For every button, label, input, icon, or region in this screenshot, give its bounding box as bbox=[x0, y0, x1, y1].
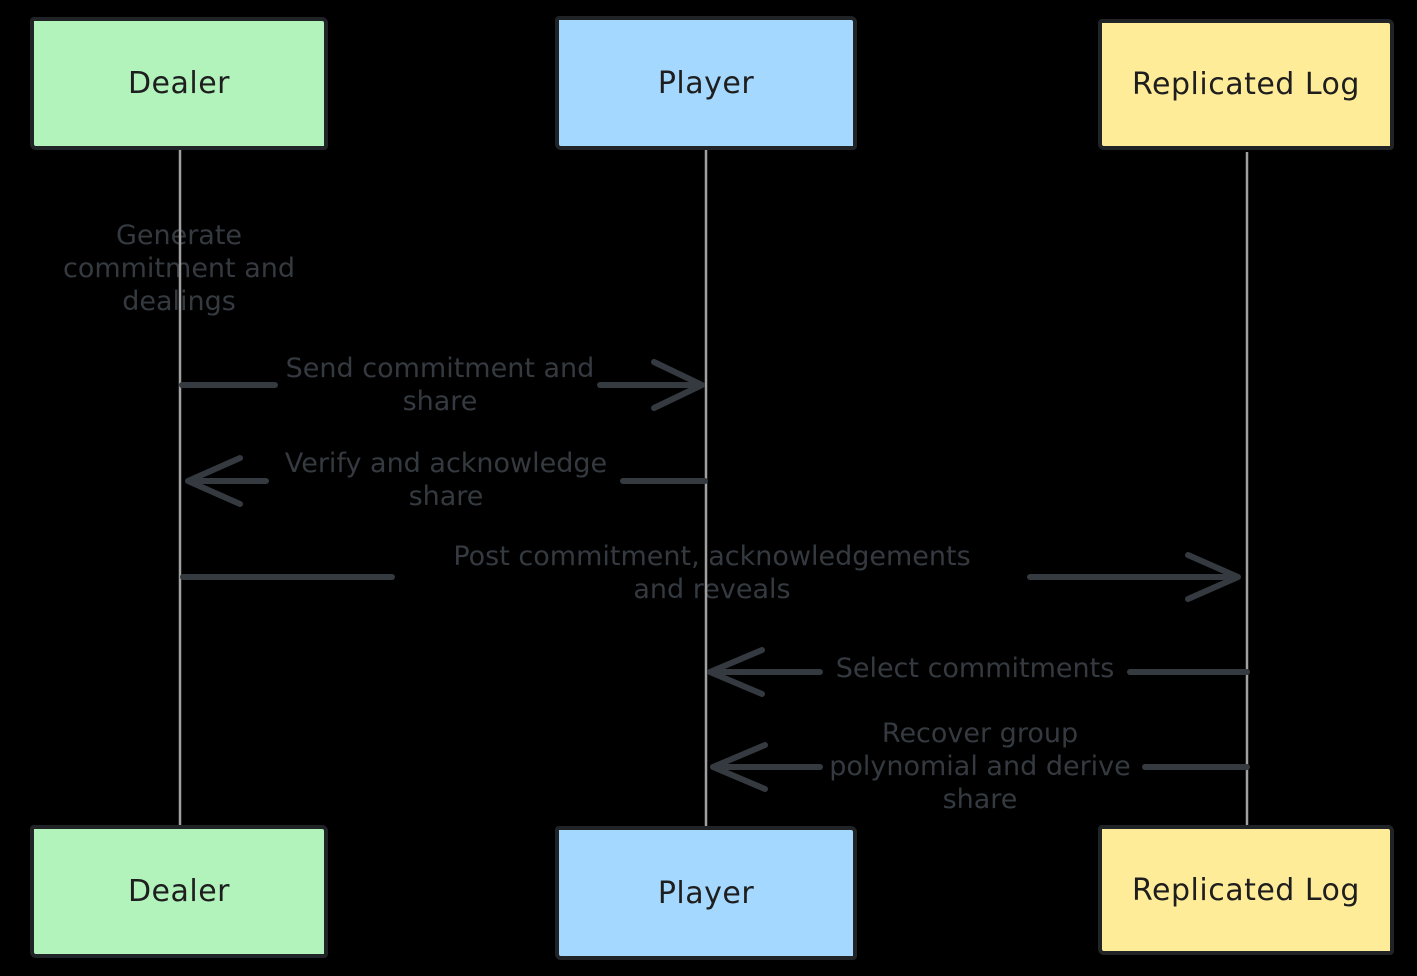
actor-box-player-top: Player bbox=[555, 16, 857, 150]
actor-label-player-bottom: Player bbox=[657, 875, 755, 911]
message-label-post-commitment: Post commitment, acknowledgements and re… bbox=[453, 541, 971, 605]
actor-label-replicated-log-bottom: Replicated Log bbox=[1132, 872, 1360, 908]
actor-label-dealer-bottom: Dealer bbox=[127, 874, 231, 909]
actor-label-dealer-top: Dealer bbox=[127, 66, 231, 101]
actor-box-player-bottom: Player bbox=[555, 826, 857, 960]
message-label-generate-commitment: Generate commitment and dealings bbox=[62, 220, 296, 317]
actor-box-replicated-log-bottom: Replicated Log bbox=[1098, 825, 1394, 955]
message-label-recover-group: Recover group polynomial and derive shar… bbox=[829, 718, 1131, 815]
actor-label-player-top: Player bbox=[657, 65, 755, 101]
actor-label-replicated-log-top: Replicated Log bbox=[1132, 67, 1360, 102]
message-label-verify-acknowledge: Verify and acknowledge share bbox=[284, 448, 608, 512]
actor-box-dealer-top: Dealer bbox=[30, 17, 328, 150]
actor-box-dealer-bottom: Dealer bbox=[30, 825, 328, 958]
message-label-select-commitments: Select commitments bbox=[835, 653, 1115, 684]
message-label-send-commitment: Send commitment and share bbox=[285, 353, 595, 417]
actor-box-replicated-log-top: Replicated Log bbox=[1098, 19, 1394, 150]
